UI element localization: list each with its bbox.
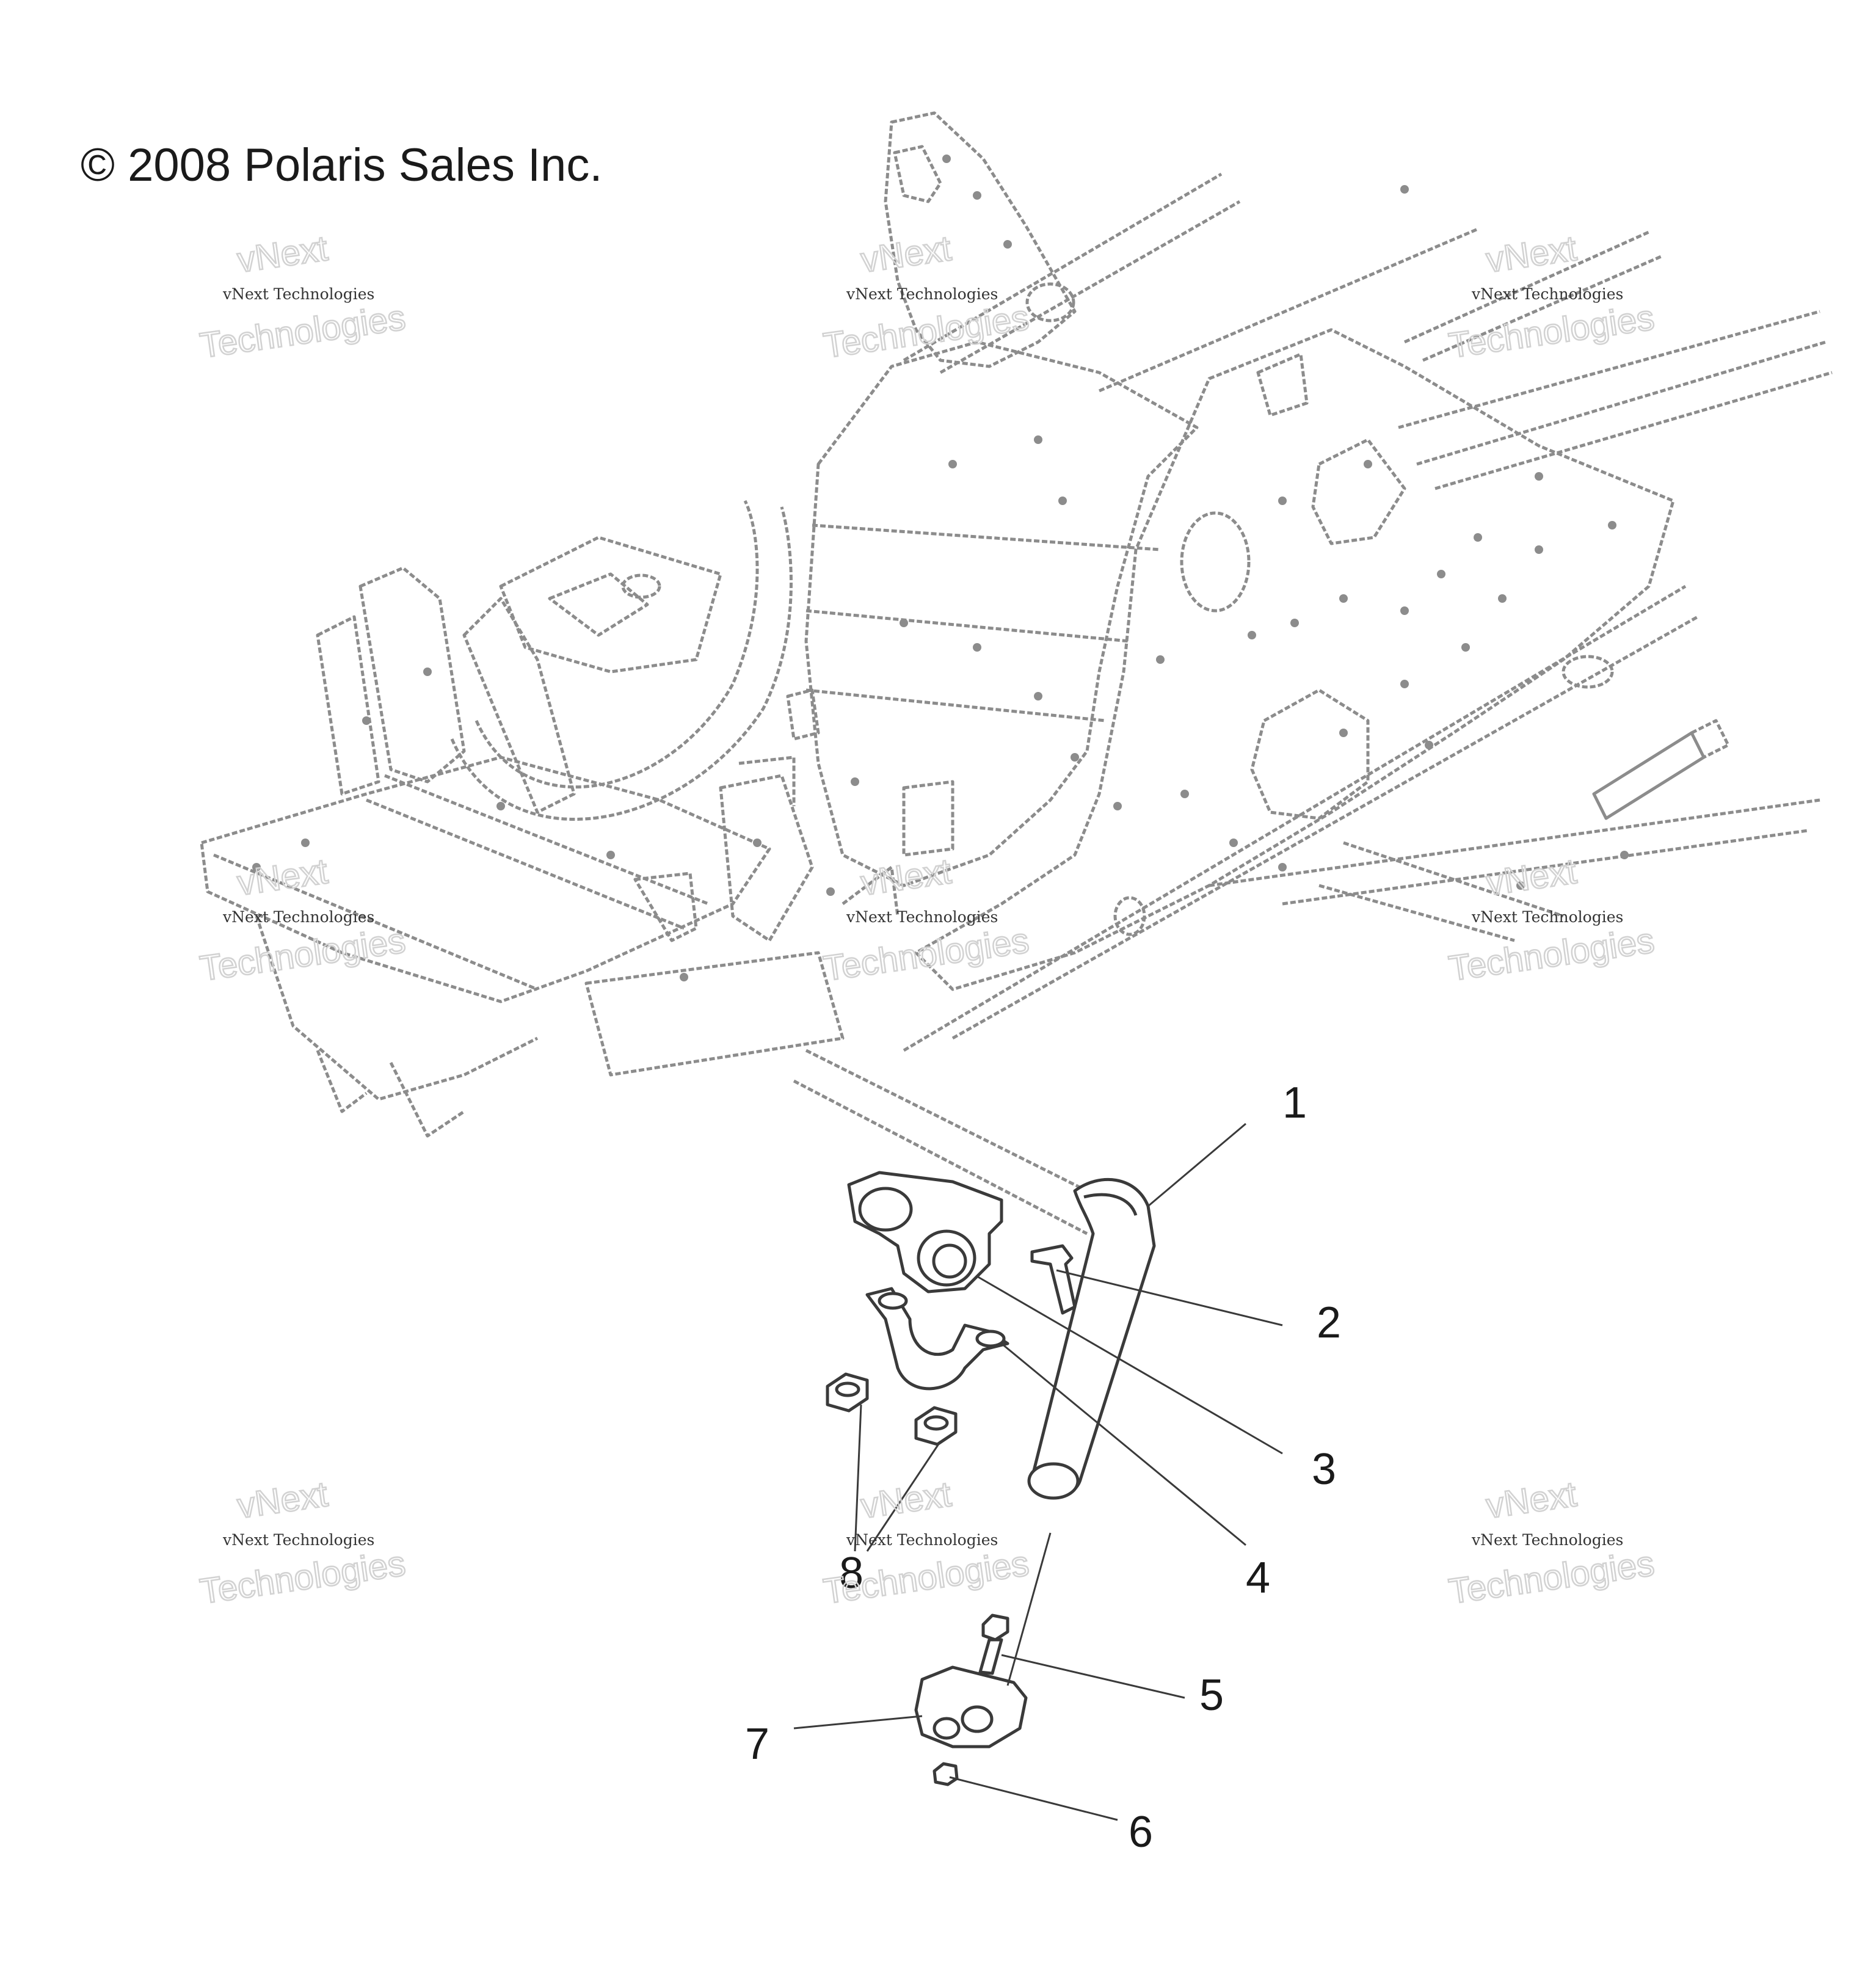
watermark-small: vNext Technologies — [1471, 1531, 1623, 1549]
watermark-bottom-left: vNext Technologies vNext Technologies — [197, 1474, 409, 1612]
watermark-big-1: vNext — [235, 1474, 330, 1526]
watermark-big-1: vNext — [235, 228, 330, 280]
watermark-bottom-center: vNext Technologies vNext Technologies — [820, 1474, 1032, 1612]
watermark-small: vNext Technologies — [222, 908, 374, 926]
part-5-bolt — [978, 1614, 1009, 1675]
watermark-mid-right: vNext Technologies vNext Technologies — [1445, 851, 1657, 989]
watermark-big-2: Technologies — [821, 920, 1031, 988]
callout-7: 7 — [745, 1720, 769, 1769]
watermark-small: vNext Technologies — [846, 285, 998, 303]
callout-5: 5 — [1199, 1671, 1224, 1720]
callout-1: 1 — [1282, 1079, 1307, 1127]
part-3-bracket-housing — [847, 1171, 1003, 1293]
watermark-top-left: vNext Technologies vNext Technologies — [197, 228, 409, 366]
watermark-big-1: vNext — [1484, 851, 1579, 903]
callout-6: 6 — [1129, 1808, 1153, 1857]
watermark-small: vNext Technologies — [222, 1531, 374, 1549]
watermark-small: vNext Technologies — [222, 285, 374, 303]
watermark-small: vNext Technologies — [846, 1531, 998, 1549]
watermark-big-1: vNext — [859, 851, 954, 903]
watermark-top-center: vNext Technologies vNext Technologies — [820, 228, 1032, 366]
chassis-frame — [200, 111, 1833, 1235]
watermark-mid-center: vNext Technologies vNext Technologies — [820, 851, 1032, 989]
watermark-big-1: vNext — [235, 851, 330, 903]
watermark-big-1: vNext — [1484, 1474, 1579, 1526]
watermark-big-1: vNext — [859, 1474, 954, 1526]
watermark-big-2: Technologies — [198, 920, 408, 988]
callout-3: 3 — [1312, 1445, 1336, 1494]
watermark-mid-left: vNext Technologies vNext Technologies — [197, 851, 409, 989]
callout-8: 8 — [839, 1549, 863, 1598]
watermark-big-2: Technologies — [821, 297, 1031, 365]
part-2-cotter-pin — [1030, 1244, 1077, 1315]
copyright-text: © 2008 Polaris Sales Inc. — [81, 139, 602, 191]
part-4-u-clamp — [865, 1287, 1009, 1391]
watermark-top-right: vNext Technologies vNext Technologies — [1445, 228, 1657, 366]
watermark-big-2: Technologies — [1447, 1543, 1657, 1611]
watermark-bottom-right: vNext Technologies vNext Technologies — [1445, 1474, 1657, 1612]
watermark-small: vNext Technologies — [1471, 285, 1623, 303]
watermark-big-2: Technologies — [198, 297, 408, 365]
callout-4: 4 — [1246, 1554, 1270, 1603]
watermark-big-2: Technologies — [198, 1543, 408, 1611]
part-1-tie-rod — [1027, 1177, 1156, 1500]
callouts: 1 2 3 4 5 6 7 8 — [745, 1079, 1341, 1857]
watermark-big-1: vNext — [1484, 228, 1579, 280]
watermark-small: vNext Technologies — [846, 908, 998, 926]
leader-lines — [793, 1122, 1283, 1821]
part-6-nut — [933, 1762, 959, 1786]
part-7-end-bracket — [914, 1665, 1028, 1748]
part-8-nuts — [826, 1372, 958, 1446]
watermark-big-2: Technologies — [1447, 920, 1657, 988]
callout-2: 2 — [1317, 1298, 1341, 1347]
watermark-small: vNext Technologies — [1471, 908, 1623, 926]
watermark-big-1: vNext — [859, 228, 954, 280]
